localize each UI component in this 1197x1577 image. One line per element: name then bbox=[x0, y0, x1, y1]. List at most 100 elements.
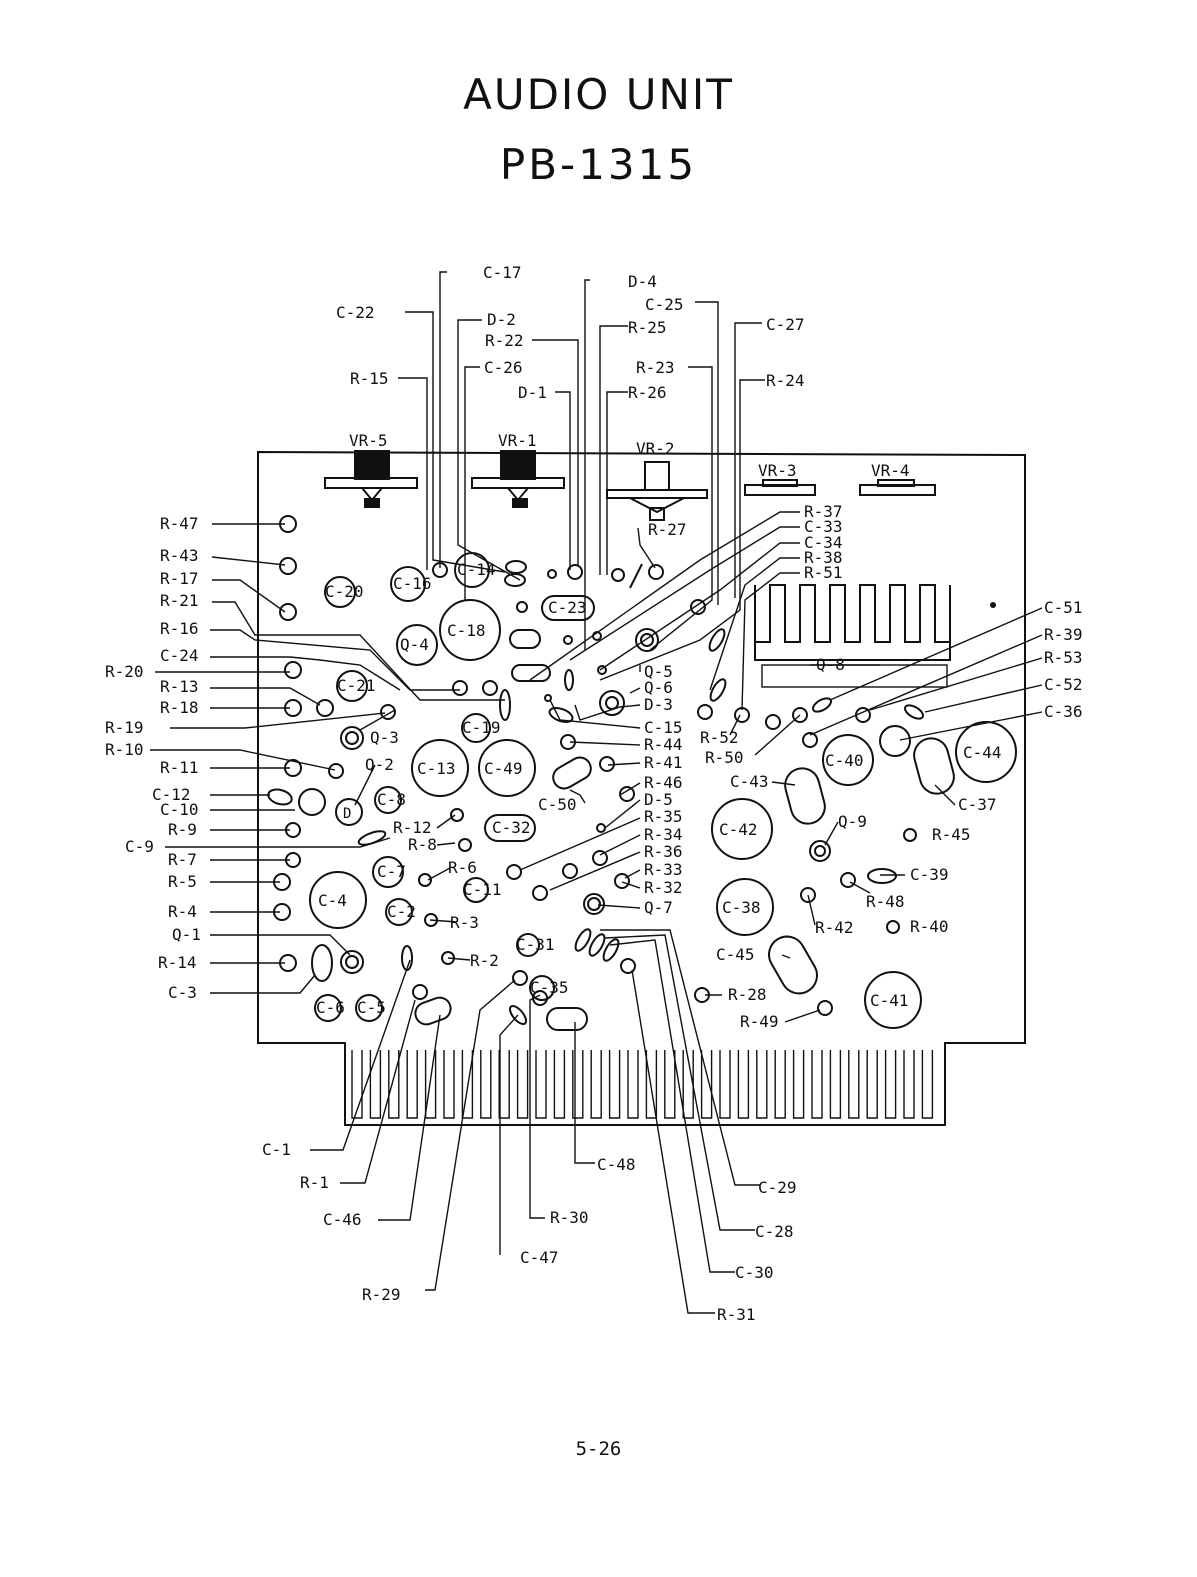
label-c27: C-27 bbox=[766, 315, 805, 334]
label-c51: C-51 bbox=[1044, 598, 1083, 617]
label-d2: D-2 bbox=[487, 310, 516, 329]
mark-c13: C-13 bbox=[417, 759, 456, 778]
label-vr3: VR-3 bbox=[758, 461, 797, 480]
label-r21: R-21 bbox=[160, 591, 199, 610]
label-r52: R-52 bbox=[700, 728, 739, 747]
label-r49: R-49 bbox=[740, 1012, 779, 1031]
mark-c6: C-6 bbox=[316, 998, 345, 1017]
label-r27: R-27 bbox=[648, 520, 687, 539]
heatsink-base bbox=[761, 664, 948, 688]
mark-c20: C-20 bbox=[325, 582, 364, 601]
label-vr4: VR-4 bbox=[871, 461, 910, 480]
label-r36: R-36 bbox=[644, 842, 683, 861]
label-c22: C-22 bbox=[336, 303, 375, 322]
label-r28: R-28 bbox=[728, 985, 767, 1004]
edge-connector bbox=[351, 1050, 934, 1119]
label-r25: R-25 bbox=[628, 318, 667, 337]
label-r38: R-38 bbox=[804, 548, 843, 567]
label-c1: C-1 bbox=[262, 1140, 291, 1159]
label-r40: R-40 bbox=[910, 917, 949, 936]
label-r44: R-44 bbox=[644, 735, 683, 754]
label-q8: Q-8 bbox=[816, 655, 845, 674]
label-r46: R-46 bbox=[644, 773, 683, 792]
mark-c38: C-38 bbox=[722, 898, 761, 917]
mark-c21: C-21 bbox=[337, 676, 376, 695]
label-r45: R-45 bbox=[932, 825, 971, 844]
label-r24: R-24 bbox=[766, 371, 805, 390]
label-c46: C-46 bbox=[323, 1210, 362, 1229]
label-d3: D-3 bbox=[644, 695, 673, 714]
label-c15: C-15 bbox=[644, 718, 683, 737]
label-r47: R-47 bbox=[160, 514, 199, 533]
label-c39: C-39 bbox=[910, 865, 949, 884]
mark-c42: C-42 bbox=[719, 820, 758, 839]
label-r42: R-42 bbox=[815, 918, 854, 937]
label-r1: R-1 bbox=[300, 1173, 329, 1192]
label-r11: R-11 bbox=[160, 758, 199, 777]
label-r5: R-5 bbox=[168, 872, 197, 891]
vr2-pot bbox=[606, 461, 708, 521]
label-r26: R-26 bbox=[628, 383, 667, 402]
label-r51: R-51 bbox=[804, 563, 843, 582]
label-q3: Q-3 bbox=[370, 728, 399, 747]
mark-c49: C-49 bbox=[484, 759, 523, 778]
label-r43: R-43 bbox=[160, 546, 199, 565]
mark-c40: C-40 bbox=[825, 751, 864, 770]
label-r22: R-22 bbox=[485, 331, 524, 350]
label-c36: C-36 bbox=[1044, 702, 1083, 721]
label-r19: R-19 bbox=[105, 718, 144, 737]
d1-diode bbox=[629, 563, 643, 589]
label-r31: R-31 bbox=[717, 1305, 756, 1324]
label-vr2: VR-2 bbox=[636, 439, 675, 458]
label-vr1: VR-1 bbox=[498, 431, 537, 450]
mark-c35: C-35 bbox=[530, 978, 569, 997]
label-c9: C-9 bbox=[125, 837, 154, 856]
label-c34: C-34 bbox=[804, 533, 843, 552]
label-r48: R-48 bbox=[866, 892, 905, 911]
mark-c14: C-14 bbox=[457, 560, 496, 579]
label-r10: R-10 bbox=[105, 740, 144, 759]
label-r32: R-32 bbox=[644, 878, 683, 897]
mark-c44: C-44 bbox=[963, 743, 1002, 762]
label-r2: R-2 bbox=[470, 951, 499, 970]
label-q7: Q-7 bbox=[644, 898, 673, 917]
vr1-pot bbox=[471, 450, 565, 508]
mark-c4: C-4 bbox=[318, 891, 347, 910]
label-r41: R-41 bbox=[644, 753, 683, 772]
label-r34: R-34 bbox=[644, 825, 683, 844]
label-r9: R-9 bbox=[168, 820, 197, 839]
mark-c32: C-32 bbox=[492, 818, 531, 837]
mark-c23: C-23 bbox=[548, 598, 587, 617]
label-r7: R-7 bbox=[168, 850, 197, 869]
label-r3: R-3 bbox=[450, 913, 479, 932]
label-c37: C-37 bbox=[958, 795, 997, 814]
label-c52: C-52 bbox=[1044, 675, 1083, 694]
mark-c2: C-2 bbox=[387, 902, 416, 921]
label-r29: R-29 bbox=[362, 1285, 401, 1304]
label-d4: D-4 bbox=[628, 272, 657, 291]
label-r50: R-50 bbox=[705, 748, 744, 767]
mark-q4: Q-4 bbox=[400, 635, 429, 654]
mark-c41: C-41 bbox=[870, 991, 909, 1010]
vr3-pot bbox=[744, 479, 816, 496]
label-c3: C-3 bbox=[168, 983, 197, 1002]
label-r8: R-8 bbox=[408, 835, 437, 854]
label-r33: R-33 bbox=[644, 860, 683, 879]
label-c25: C-25 bbox=[645, 295, 684, 314]
label-q9: Q-9 bbox=[838, 812, 867, 831]
label-c30: C-30 bbox=[735, 1263, 774, 1282]
label-c43: C-43 bbox=[730, 772, 769, 791]
label-c28: C-28 bbox=[755, 1222, 794, 1241]
label-r18: R-18 bbox=[160, 698, 199, 717]
label-d5: D-5 bbox=[644, 790, 673, 809]
mark-c7: C-7 bbox=[377, 862, 406, 881]
label-r12: R-12 bbox=[393, 818, 432, 837]
label-c26: C-26 bbox=[484, 358, 523, 377]
diagram-title: AUDIO UNIT bbox=[463, 70, 734, 119]
label-r14: R-14 bbox=[158, 953, 197, 972]
label-r4: R-4 bbox=[168, 902, 197, 921]
label-r15: R-15 bbox=[350, 369, 389, 388]
label-r39: R-39 bbox=[1044, 625, 1083, 644]
board-outline bbox=[257, 450, 1026, 1126]
label-c45: C-45 bbox=[716, 945, 755, 964]
